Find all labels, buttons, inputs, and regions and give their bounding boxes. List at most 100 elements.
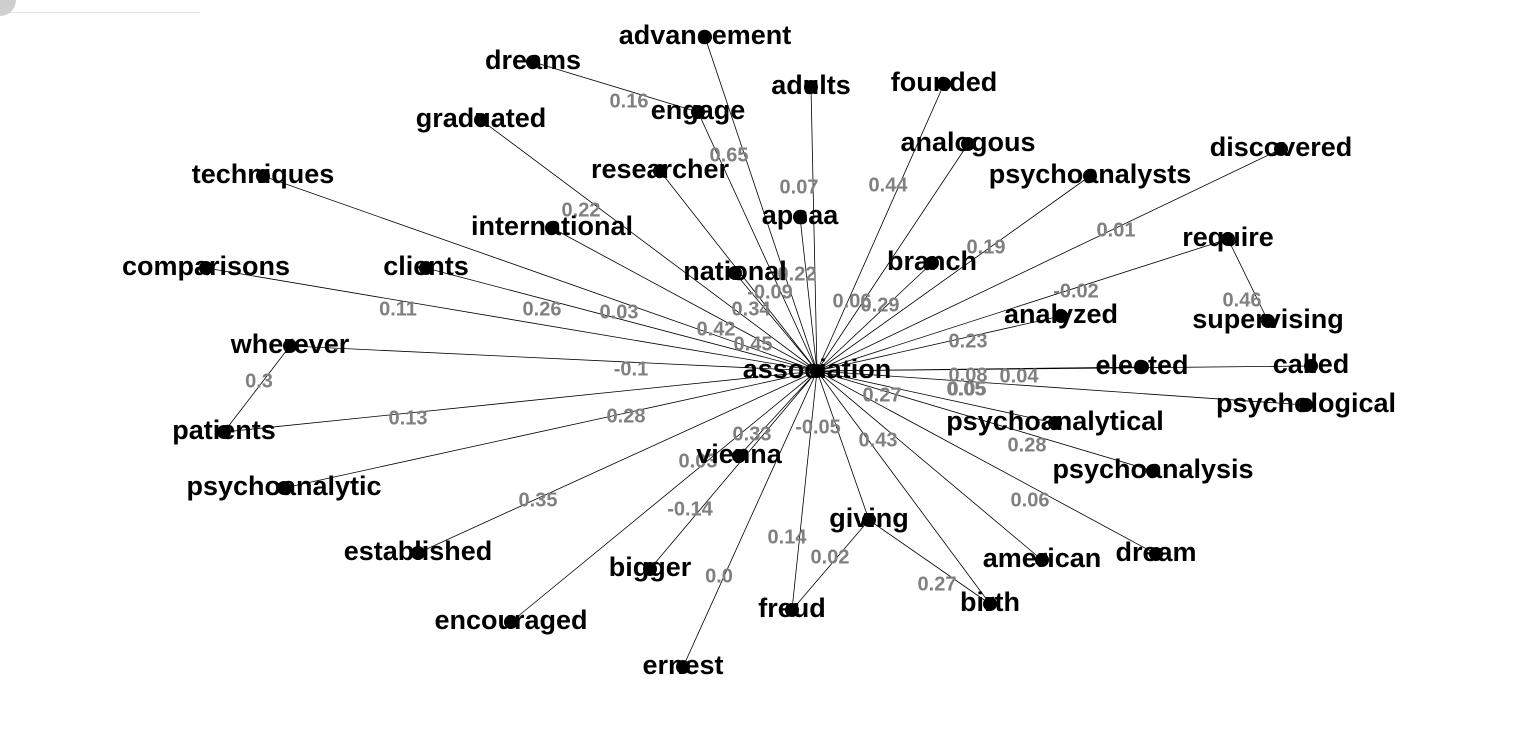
- node-label-adults: adults: [771, 70, 851, 100]
- node-label-engage: engage: [651, 95, 746, 125]
- edge-wherever-patients: [223, 345, 291, 433]
- edge-weight-association-established: 0.35: [519, 489, 558, 511]
- node-bigger: [643, 562, 657, 576]
- edge-weight-association-international: 0.22: [562, 199, 601, 221]
- node-association: [810, 364, 824, 378]
- edge-association-ernest: [682, 370, 818, 668]
- node-engage: [691, 105, 705, 119]
- node-labels-layer: associationadvancementdreamsengageadults…: [122, 20, 1396, 680]
- edge-association-discovered: [816, 148, 1282, 372]
- edge-weight-association-engage: 0.45: [734, 333, 773, 355]
- node-label-elected: elected: [1095, 350, 1188, 380]
- edge-weight-association-analyzed: 0.23: [949, 330, 988, 352]
- edge-association-analogous: [816, 143, 969, 372]
- edge-association-national: [734, 272, 818, 372]
- edge-association-techniques: [262, 175, 818, 372]
- edge-association-psychoanalysis: [816, 370, 1154, 472]
- edge-association-giving: [816, 370, 870, 521]
- edge-weight-association-comparisons: 0.11: [379, 298, 417, 320]
- node-require: [1221, 232, 1235, 246]
- node-label-analogous: analogous: [900, 127, 1035, 157]
- edge-association-called: [816, 365, 1312, 372]
- edge-giving-birth: [868, 519, 991, 605]
- node-vienna: [732, 449, 746, 463]
- node-analyzed: [1054, 309, 1068, 323]
- edge-weight-association-psychological: 0.05: [948, 378, 987, 400]
- node-analogous: [961, 137, 975, 151]
- node-label-analyzed: analyzed: [1004, 299, 1118, 329]
- edge-weight-association-american: 0.06: [1011, 489, 1050, 511]
- edge-weight-association-patients: 0.13: [389, 407, 428, 429]
- edge-weight-association-vienna: 0.33: [733, 423, 772, 445]
- node-label-graduated: graduated: [416, 103, 547, 133]
- edge-weight-association-analogous: 0.29: [861, 294, 900, 316]
- node-label-wherever: wherever: [230, 329, 350, 359]
- edge-association-dream: [816, 370, 1157, 555]
- node-apsaa: [793, 210, 807, 224]
- edge-weight-association-ernest: 0.0: [705, 565, 733, 587]
- node-adults: [804, 80, 818, 94]
- edge-weight-association-called: 0.04: [1000, 365, 1040, 387]
- node-psychoanalysis: [1146, 464, 1160, 478]
- node-label-clients: clients: [383, 251, 469, 281]
- node-label-psychoanalysis: psychoanalysis: [1052, 454, 1253, 484]
- node-psychoanalytic: [277, 481, 291, 495]
- edge-association-engage: [697, 111, 818, 372]
- edge-weight-association-elected: 0.08: [949, 364, 988, 386]
- edge-weight-association-clients: 0.26: [523, 298, 562, 320]
- node-international: [545, 221, 559, 235]
- edge-association-established: [417, 370, 818, 554]
- node-psychoanalysts: [1083, 169, 1097, 183]
- node-label-advancement: advancement: [619, 20, 792, 50]
- node-label-psychoanalytical: psychoanalytical: [946, 406, 1164, 436]
- node-label-comparisons: comparisons: [122, 251, 290, 281]
- edge-weight-wherever-patients: 0.3: [245, 370, 273, 392]
- node-label-patients: patients: [172, 415, 276, 445]
- node-called: [1304, 359, 1318, 373]
- node-label-vienna: vienna: [696, 439, 783, 469]
- edge-association-founded: [816, 83, 945, 372]
- edge-weight-association-bigger: -0.14: [667, 498, 713, 520]
- edge-association-apsaa: [799, 216, 818, 372]
- edge-weight-require-supervising: 0.46: [1223, 289, 1262, 311]
- node-patients: [217, 425, 231, 439]
- node-label-dreams: dreams: [485, 45, 581, 75]
- edge-weight-association-psychoanalytic: 0.28: [607, 405, 646, 427]
- edge-association-psychoanalytical: [816, 370, 1056, 424]
- node-label-called: called: [1273, 349, 1350, 379]
- edge-giving-freud: [791, 519, 870, 611]
- edge-weight-association-require: -0.02: [1053, 280, 1099, 302]
- node-branch: [925, 256, 939, 270]
- edge-weight-association-encouraged: 0.03: [679, 450, 718, 472]
- edge-association-clients: [425, 267, 818, 372]
- node-psychoanalytical: [1048, 416, 1062, 430]
- edge-weight-association-graduated: 0.42: [697, 318, 736, 340]
- edge-weight-association-branch: 0.06: [833, 290, 872, 312]
- edge-engage-dreams: [532, 61, 699, 113]
- edge-weight-association-adults: 0.07: [780, 176, 819, 198]
- node-label-american: american: [983, 543, 1102, 573]
- node-label-require: require: [1182, 222, 1274, 252]
- node-label-branch: branch: [887, 246, 977, 276]
- node-label-founded: founded: [891, 67, 997, 97]
- node-birth: [983, 597, 997, 611]
- edge-association-patients: [223, 370, 818, 433]
- node-advancement: [698, 30, 712, 44]
- node-psychological: [1299, 398, 1313, 412]
- edge-association-encouraged: [510, 370, 818, 623]
- node-label-techniques: techniques: [192, 159, 335, 189]
- edge-association-branch: [816, 262, 933, 372]
- edge-association-bigger: [649, 370, 818, 570]
- edge-association-international: [551, 227, 818, 372]
- node-national: [728, 266, 742, 280]
- node-encouraged: [504, 615, 518, 629]
- node-techniques: [256, 169, 270, 183]
- edge-weight-association-wherever: -0.1: [614, 358, 648, 380]
- edge-weight-association-founded: 0.44: [869, 174, 909, 196]
- node-label-national: national: [683, 256, 787, 286]
- edge-weight-engage-dreams: 0.16: [610, 90, 649, 112]
- node-american: [1035, 553, 1049, 567]
- node-label-psychological: psychological: [1216, 388, 1396, 418]
